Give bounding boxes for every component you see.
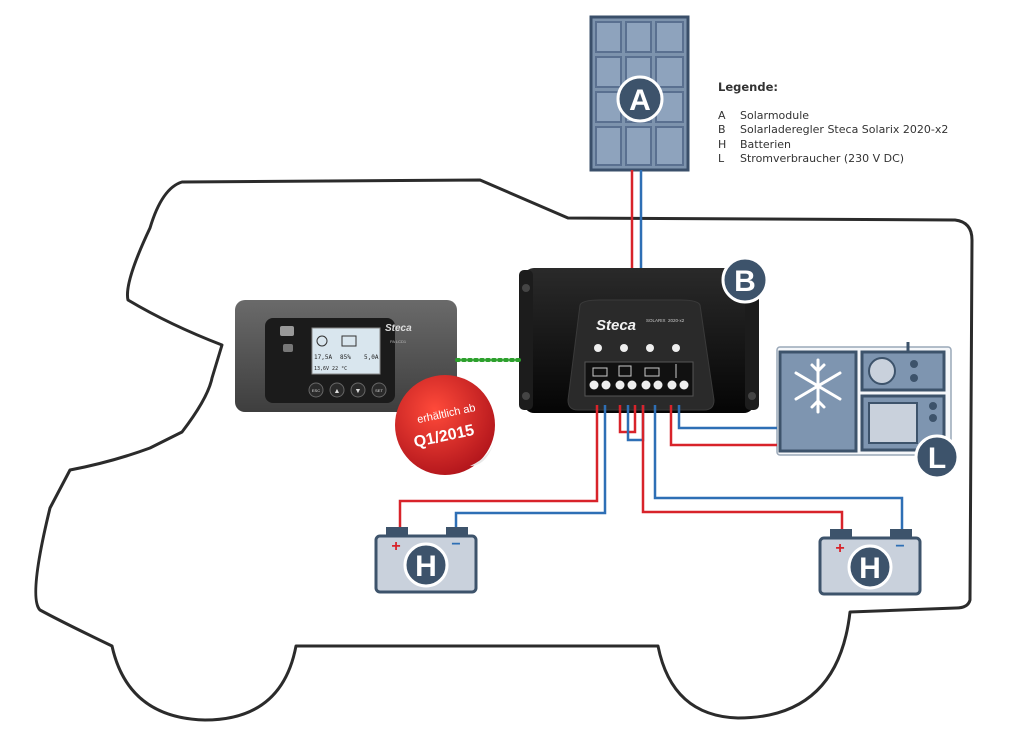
- display-button-down[interactable]: ▼: [355, 388, 362, 395]
- legend-item-key: B: [718, 123, 726, 136]
- display-readout-soc: 85%: [340, 354, 351, 361]
- legend-title: Legende:: [718, 80, 778, 94]
- marker-b-label: B: [734, 265, 756, 298]
- legend-item-label: Solarmodule: [740, 108, 810, 122]
- marker-h1: H: [403, 542, 449, 588]
- legend-item-label: Stromverbraucher (230 V DC): [740, 152, 905, 165]
- legend-item: A Solarmodule: [718, 109, 948, 124]
- display-button-up[interactable]: ▲: [334, 388, 341, 395]
- controller-brand: Steca: [596, 317, 636, 334]
- marker-l-label: L: [928, 442, 946, 475]
- battery1-minus: −: [451, 536, 460, 553]
- display-readout-bottom: 13,6V 22 °C: [314, 366, 347, 372]
- legend-item: H Batterien: [718, 138, 948, 153]
- legend-item: L Stromverbraucher (230 V DC): [718, 152, 948, 167]
- load-wires: [669, 405, 777, 447]
- charge-controller: Steca SOLARIX 2020-x2: [519, 268, 759, 413]
- marker-b: B: [721, 256, 769, 304]
- legend-item-key: H: [718, 137, 727, 151]
- marker-a-label: A: [629, 84, 651, 117]
- marker-h2-label: H: [859, 552, 881, 585]
- snowflake-icon: [794, 358, 842, 414]
- marker-h1-label: H: [415, 550, 437, 583]
- legend-item-key: L: [718, 152, 725, 165]
- legend: Legende: A Solarmodule B Solarladeregler…: [718, 80, 948, 167]
- display-readout-current-out: 5,0A: [364, 354, 379, 361]
- legend-item-label: Batterien: [740, 137, 791, 151]
- display-brand: Steca: [385, 323, 412, 334]
- battery1-plus: +: [391, 538, 400, 555]
- controller-model: SOLARIX: [646, 318, 666, 323]
- loads-group: [776, 342, 952, 456]
- marker-l: L: [914, 434, 960, 480]
- legend-item-key: A: [718, 108, 726, 122]
- marker-a: A: [616, 75, 664, 123]
- battery-wires: [398, 405, 904, 535]
- battery2-minus: −: [895, 538, 904, 555]
- display-model: PA LCD1: [390, 339, 407, 344]
- remote-display: 17,5A 85% 5,0A 13,6V 22 °C Steca PA LCD1…: [235, 300, 457, 412]
- display-button-set[interactable]: SET: [375, 388, 383, 393]
- availability-badge: erhältlich ab Q1/2015: [395, 375, 496, 475]
- display-readout-current-in: 17,5A: [314, 354, 332, 361]
- controller-model-variant: 2020-x2: [668, 318, 685, 323]
- display-button-esc[interactable]: ESC: [312, 388, 320, 393]
- camper-outline: [34, 178, 974, 722]
- display-buttons: ESC ▲ ▼ SET: [308, 382, 387, 398]
- legend-item: B Solarladeregler Steca Solarix 2020-x2: [718, 123, 948, 138]
- legend-item-label: Solarladeregler Steca Solarix 2020-x2: [740, 123, 949, 136]
- marker-h2: H: [847, 544, 893, 590]
- radio-icon: [860, 342, 946, 392]
- battery2-plus: +: [835, 540, 844, 557]
